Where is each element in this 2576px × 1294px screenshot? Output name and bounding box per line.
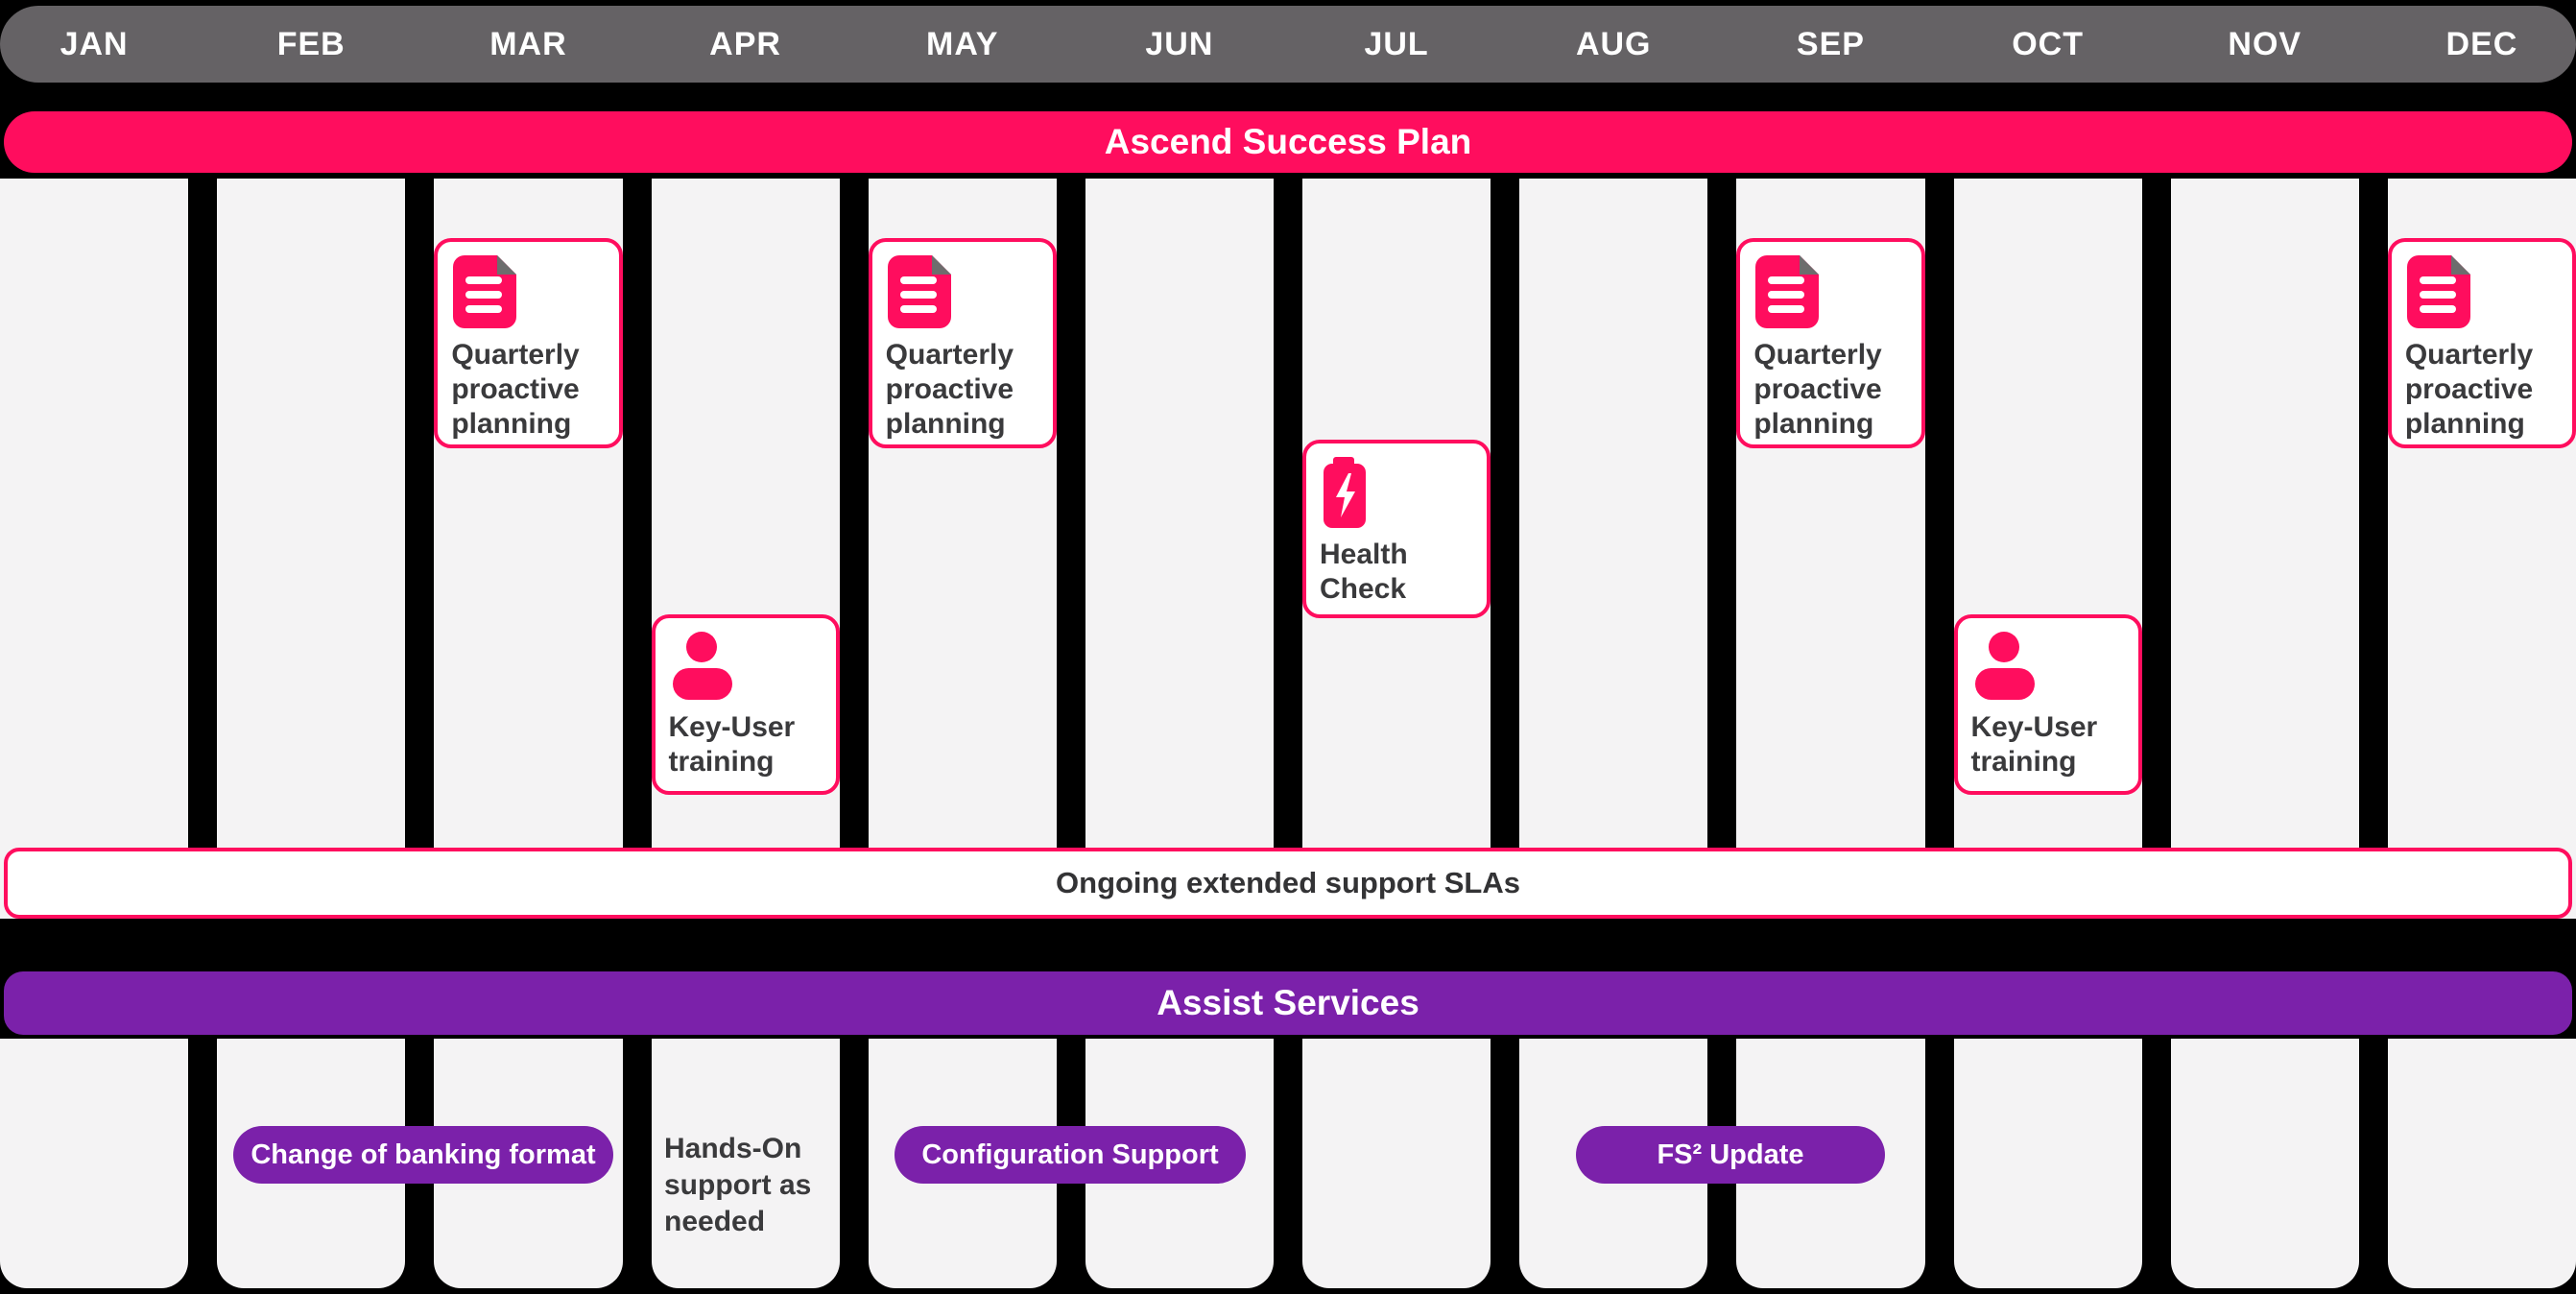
ascend-success-plan-title: Ascend Success Plan [1104, 122, 1472, 161]
ongoing-sla-label: Ongoing extended support SLAs [1056, 866, 1520, 899]
battery-charging-icon [1324, 457, 1366, 528]
pill-change-of-banking-format: Change of banking format [233, 1126, 613, 1184]
column-apr: Key-User training [651, 179, 840, 919]
card-label: Health Check [1320, 539, 1408, 605]
document-icon [887, 255, 951, 328]
month-label-sep: SEP [1796, 25, 1865, 62]
card-label: Quarterly proactive planning [885, 339, 1014, 440]
ascend-success-plan-banner: Ascend Success Plan [4, 111, 2572, 173]
card-quarterly-proactive-planning-may: Quarterly proactive planning [868, 238, 1057, 448]
card-quarterly-proactive-planning-sep: Quarterly proactive planning [1736, 238, 1925, 448]
month-label-nov: NOV [2228, 25, 2302, 62]
card-label: Quarterly proactive planning [2404, 339, 2534, 440]
card-label: Quarterly proactive planning [1753, 339, 1882, 440]
document-icon [453, 255, 517, 328]
pill-configuration-support: Configuration Support [894, 1126, 1246, 1184]
column-jan [0, 179, 189, 919]
month-label-jul: JUL [1364, 25, 1429, 62]
card-key-user-training-apr: Key-User training [651, 614, 840, 795]
card-label: Key-User training [1970, 711, 2098, 778]
pill-label: Configuration Support [921, 1138, 1219, 1170]
assist-services-banner: Assist Services [4, 971, 2572, 1035]
assist-grid [0, 1039, 2576, 1288]
card-key-user-training-oct: Key-User training [1953, 614, 2142, 795]
month-label-mar: MAR [489, 25, 567, 62]
column-jul-assist [1302, 1039, 1491, 1288]
document-icon [2406, 255, 2470, 328]
month-label-may: MAY [926, 25, 999, 62]
column-jul: Health Check [1302, 179, 1491, 919]
card-label: Quarterly proactive planning [451, 339, 580, 440]
column-nov [2170, 179, 2359, 919]
column-dec-assist [2387, 1039, 2576, 1288]
month-label-aug: AUG [1575, 25, 1652, 62]
month-label-feb: FEB [276, 25, 346, 62]
success-plan-grid: Quarterly proactive planning Key-User tr… [0, 179, 2576, 919]
column-aug [1519, 179, 1708, 919]
column-apr-assist [651, 1039, 840, 1288]
card-label: Key-User training [668, 711, 796, 778]
month-label-jan: JAN [60, 25, 129, 62]
column-jan-assist [0, 1039, 189, 1288]
card-quarterly-proactive-planning-mar: Quarterly proactive planning [434, 238, 623, 448]
column-may: Quarterly proactive planning [868, 179, 1057, 919]
card-quarterly-proactive-planning-dec: Quarterly proactive planning [2387, 238, 2576, 448]
pill-label: Change of banking format [250, 1138, 596, 1170]
hands-on-support-text: Hands-On support as needed [664, 1133, 812, 1237]
months-header: JAN FEB MAR APR MAY JUN JUL AUG SEP OCT … [0, 6, 2576, 83]
pill-label: FS² Update [1657, 1138, 1804, 1170]
ongoing-sla-bar: Ongoing extended support SLAs [4, 848, 2572, 919]
column-oct: Key-User training [1953, 179, 2142, 919]
month-label-dec: DEC [2445, 25, 2518, 62]
column-dec: Quarterly proactive planning [2387, 179, 2576, 919]
column-mar: Quarterly proactive planning [434, 179, 623, 919]
month-label-apr: APR [709, 25, 781, 62]
pill-fs2-update: FS² Update [1576, 1126, 1885, 1184]
column-jun [1085, 179, 1274, 919]
column-oct-assist [1953, 1039, 2142, 1288]
month-label-oct: OCT [2012, 25, 2084, 62]
column-sep: Quarterly proactive planning [1736, 179, 1925, 919]
column-feb [217, 179, 406, 919]
person-icon [1974, 632, 2035, 700]
column-nov-assist [2170, 1039, 2359, 1288]
assist-services-title: Assist Services [1157, 983, 1419, 1022]
month-label-jun: JUN [1145, 25, 1214, 62]
document-icon [1755, 255, 1820, 328]
person-icon [672, 632, 732, 700]
card-health-check-jul: Health Check [1302, 440, 1491, 618]
